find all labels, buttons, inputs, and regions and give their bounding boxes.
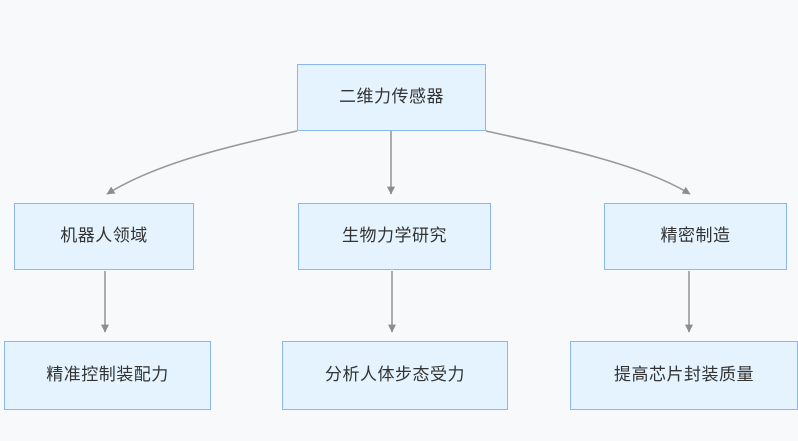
node-chip-packaging-quality-label: 提高芯片封装质量 [614,365,754,385]
node-robotics[interactable]: 机器人领域 [14,203,194,270]
node-assembly-force-control[interactable]: 精准控制装配力 [4,341,211,410]
node-precision-manufacturing-label: 精密制造 [660,226,731,246]
node-precision-manufacturing[interactable]: 精密制造 [604,203,787,270]
node-robotics-label: 机器人领域 [60,226,148,246]
node-root[interactable]: 二维力传感器 [297,64,486,131]
node-root-label: 二维力传感器 [339,87,444,107]
edge-root-to-robotics [106,130,298,195]
node-biomechanics-label: 生物力学研究 [342,226,447,246]
node-gait-analysis[interactable]: 分析人体步态受力 [282,341,508,410]
node-assembly-force-control-label: 精准控制装配力 [46,365,169,385]
node-gait-analysis-label: 分析人体步态受力 [325,365,465,385]
edge-root-to-precision [485,130,691,195]
node-biomechanics[interactable]: 生物力学研究 [298,203,491,270]
node-chip-packaging-quality[interactable]: 提高芯片封装质量 [570,341,798,410]
